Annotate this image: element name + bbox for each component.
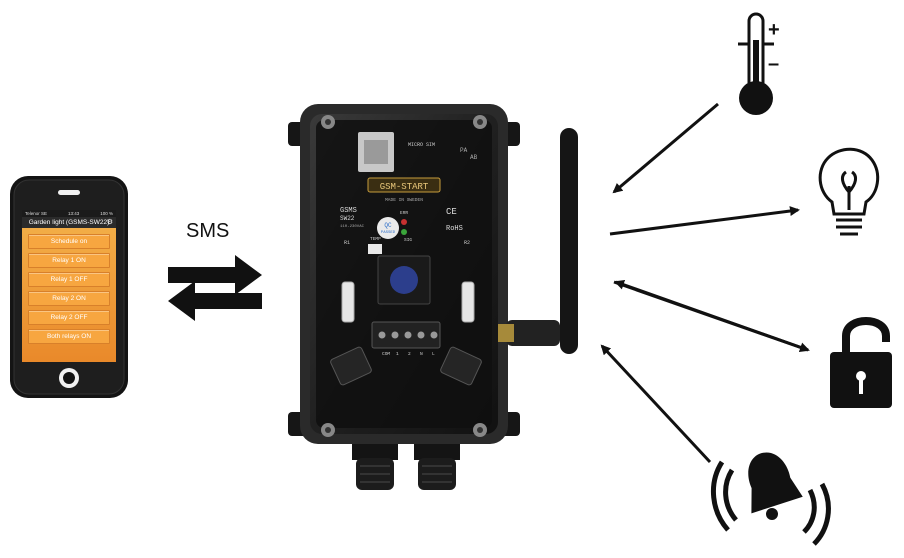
unlocked-padlock-icon bbox=[830, 317, 892, 408]
app-title-bar: Garden light (GSMS-SW22) ⚙ bbox=[22, 217, 116, 228]
app-title: Garden light (GSMS-SW22) bbox=[28, 219, 110, 226]
r1-label: R1 bbox=[344, 240, 350, 246]
relay2-on-button[interactable]: Relay 2 ON bbox=[28, 291, 110, 306]
speaker-slot bbox=[58, 190, 80, 195]
gsm-device bbox=[288, 104, 578, 490]
terminal-2-label: 2 bbox=[408, 351, 411, 357]
terminal-com-label: COM bbox=[382, 351, 390, 357]
ab-label: AB bbox=[470, 154, 478, 161]
model-line2: SW22 bbox=[340, 215, 355, 222]
model-line1: GSMS bbox=[340, 207, 357, 215]
pa-label: PA bbox=[460, 147, 468, 154]
relay1-on-button[interactable]: Relay 1 ON bbox=[28, 253, 110, 268]
arrow-to-phone bbox=[168, 281, 262, 321]
made-in-label: MADE IN SWEDEN bbox=[385, 197, 423, 203]
sim-label: MICRO SIM bbox=[408, 142, 435, 148]
phone-screen: Telenor SE 13:43 100 % Garden light (GSM… bbox=[22, 210, 116, 362]
fuse-left bbox=[341, 281, 355, 323]
device-labels: GSM-START MADE IN SWEDEN GSMS SW22 110-2… bbox=[340, 142, 478, 357]
r2-label: R2 bbox=[464, 240, 470, 246]
sms-label: SMS bbox=[186, 220, 230, 242]
voltage-label: 110-230VAC bbox=[340, 225, 365, 229]
arrow-lock-in bbox=[614, 279, 809, 352]
fuse-right bbox=[461, 281, 475, 323]
gear-icon[interactable]: ⚙ bbox=[106, 219, 113, 226]
relay-label bbox=[390, 266, 418, 294]
light-bulb-icon bbox=[818, 147, 880, 236]
rohs-label: RoHS bbox=[446, 225, 463, 233]
temp-label: TEMP bbox=[370, 236, 381, 242]
status-carrier: Telenor SE bbox=[25, 211, 48, 216]
ce-label: CE bbox=[446, 207, 457, 217]
thermometer-minus: – bbox=[768, 53, 779, 75]
qc-top-label: QC bbox=[384, 222, 392, 229]
thermometer-plus: + bbox=[768, 19, 780, 41]
status-bar: Telenor SE 13:43 100 % bbox=[22, 210, 116, 217]
schedule-on-button[interactable]: Schedule on bbox=[28, 234, 110, 249]
thermometer-icon bbox=[738, 12, 774, 115]
alarm-bell-icon bbox=[710, 452, 831, 546]
button-list: Schedule on Relay 1 ON Relay 1 OFF Relay… bbox=[22, 228, 116, 344]
err-label: ERR bbox=[400, 210, 408, 216]
sms-arrows bbox=[168, 255, 262, 321]
relay1-off-button[interactable]: Relay 1 OFF bbox=[28, 272, 110, 287]
terminal-l-label: L bbox=[432, 351, 435, 357]
status-battery: 100 % bbox=[100, 211, 113, 216]
relay2-off-button[interactable]: Relay 2 OFF bbox=[28, 310, 110, 325]
sig-label: SIG bbox=[404, 237, 412, 243]
brand-label: GSM-START bbox=[380, 182, 429, 192]
flow-arrows bbox=[600, 102, 810, 464]
arrow-to-device bbox=[168, 255, 262, 295]
antenna bbox=[498, 128, 578, 354]
arrow-alarm-in bbox=[600, 344, 712, 464]
status-time: 13:43 bbox=[67, 211, 80, 216]
terminal-1-label: 1 bbox=[396, 351, 399, 357]
terminal-n-label: N bbox=[420, 351, 423, 357]
qc-bottom-label: PASSED bbox=[381, 231, 396, 235]
cable-glands bbox=[352, 444, 460, 490]
qc-sticker bbox=[377, 217, 399, 239]
arrow-thermometer-in bbox=[612, 102, 719, 194]
arrow-light-out bbox=[609, 206, 800, 236]
both-relays-on-button[interactable]: Both relays ON bbox=[28, 329, 110, 344]
